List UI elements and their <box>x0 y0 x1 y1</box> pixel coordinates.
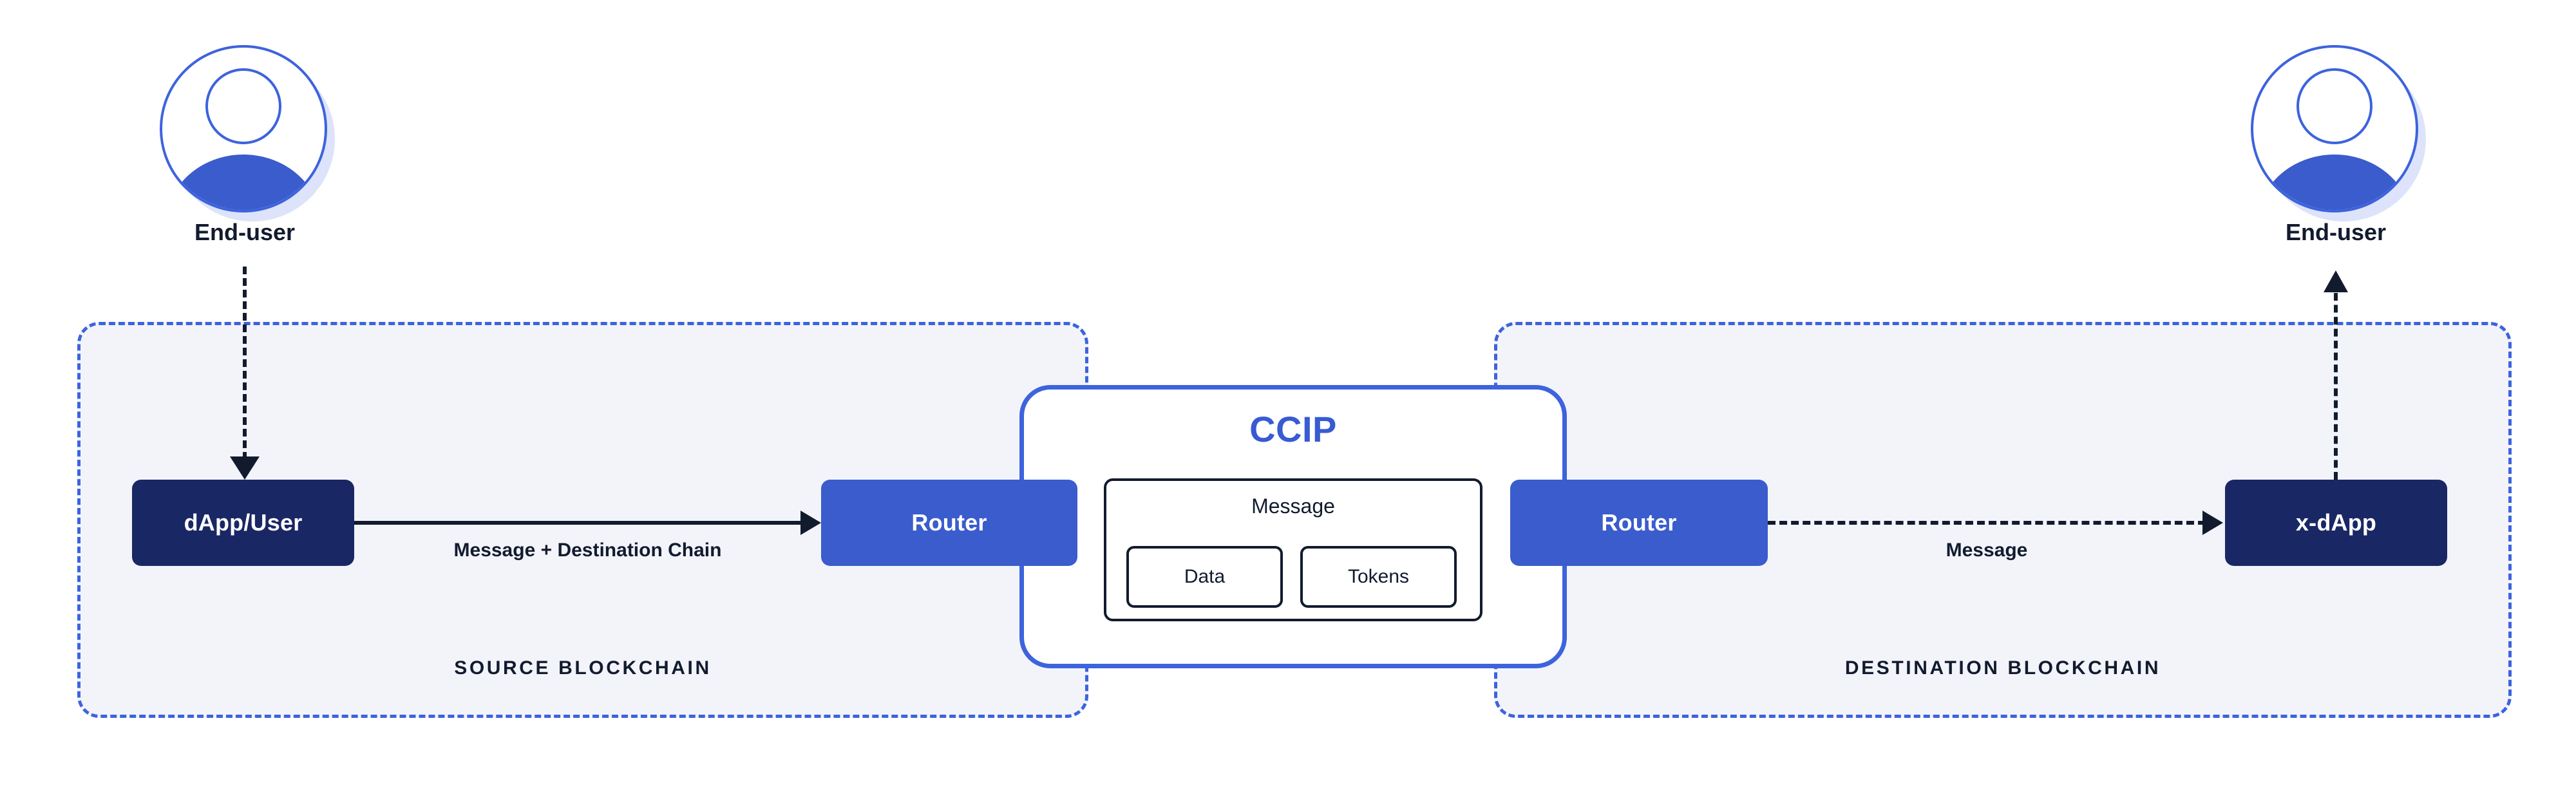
ccip-title: CCIP <box>1249 409 1337 449</box>
edge-label-message: Message <box>1946 540 2028 561</box>
edge-label-message-destination-chain: Message + Destination Chain <box>453 540 722 561</box>
user-avatar-icon <box>160 45 335 221</box>
edge-arrow-user-to-dapp <box>230 456 260 480</box>
destination-blockchain-caption: DESTINATION BLOCKCHAIN <box>1844 657 2161 679</box>
end-user-avatar-left <box>148 31 341 237</box>
source-blockchain-caption: SOURCE BLOCKCHAIN <box>454 657 712 679</box>
edge-line-dapp-to-router <box>354 521 802 525</box>
ccip-message-label: Message <box>1251 494 1335 518</box>
edge-line-router-to-xdapp <box>1768 521 2206 525</box>
end-user-label-right: End-user <box>2285 219 2387 245</box>
node-router-destination[interactable]: Router <box>1510 480 1768 566</box>
end-user-label-left: End-user <box>194 219 296 245</box>
edge-arrow-xdapp-to-user <box>2324 270 2348 292</box>
edge-line-user-to-dapp <box>243 267 247 460</box>
node-dapp-user[interactable]: dApp/User <box>132 480 354 566</box>
edge-line-xdapp-to-user <box>2334 293 2338 480</box>
ccip-message-part-data: Data <box>1126 546 1283 608</box>
user-avatar-icon <box>2251 45 2426 221</box>
ccip-message-part-tokens: Tokens <box>1300 546 1457 608</box>
edge-arrow-dapp-to-router <box>800 511 821 535</box>
node-router-source[interactable]: Router <box>821 480 1077 566</box>
end-user-avatar-right <box>2239 31 2432 237</box>
node-x-dapp[interactable]: x-dApp <box>2225 480 2447 566</box>
edge-arrow-router-to-xdapp <box>2202 511 2223 535</box>
